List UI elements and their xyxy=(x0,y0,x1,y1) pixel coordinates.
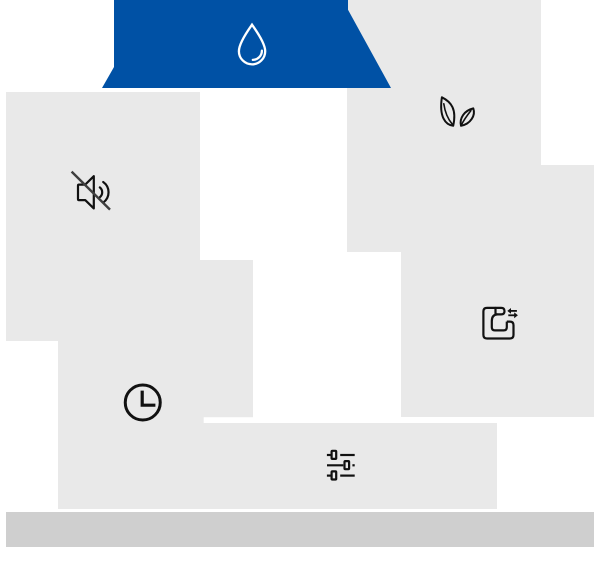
water-banner-shape xyxy=(102,0,391,88)
clock-icon xyxy=(123,383,162,422)
slider-row1-knob xyxy=(330,449,338,460)
water-drop-outline xyxy=(237,22,267,66)
clock-icon-canvas xyxy=(123,383,162,422)
container-inner-loop xyxy=(490,313,508,332)
sliders-icon xyxy=(327,449,355,481)
container-nozzle xyxy=(494,306,506,316)
slider-row2-knob xyxy=(343,460,351,471)
container-outer xyxy=(482,306,515,340)
container-swap-icon xyxy=(482,306,518,340)
leaf-small-vein xyxy=(460,109,472,126)
slider-row3-knob xyxy=(330,470,338,481)
leaf-big-vein xyxy=(443,103,454,126)
speaker-wave-large xyxy=(102,180,110,204)
swap-arrow-right-head xyxy=(514,312,518,319)
water-banner-canvas xyxy=(102,0,391,88)
leaf-icon xyxy=(440,96,475,127)
swap-tile[interactable] xyxy=(401,165,594,418)
sliders-icon-canvas xyxy=(327,449,355,481)
bottom-bar xyxy=(6,512,594,548)
water-banner-tile[interactable] xyxy=(102,0,391,88)
speaker-wave-small xyxy=(98,186,104,199)
water-drop-shine xyxy=(251,49,264,62)
clock-face xyxy=(123,383,162,422)
speaker-body xyxy=(76,175,95,210)
speaker-muted-icon xyxy=(70,170,111,211)
swap-arrow-left-head xyxy=(507,308,511,314)
leaf-big-outline xyxy=(440,96,456,127)
speaker-muted-icon-canvas xyxy=(70,170,111,211)
settings-tile[interactable] xyxy=(203,423,497,509)
clock-hands xyxy=(140,390,156,407)
water-drop-icon xyxy=(237,22,267,66)
speaker-mute-slash xyxy=(70,170,111,211)
container-swap-icon-canvas xyxy=(482,306,518,340)
leaf-icon-canvas xyxy=(440,96,475,127)
